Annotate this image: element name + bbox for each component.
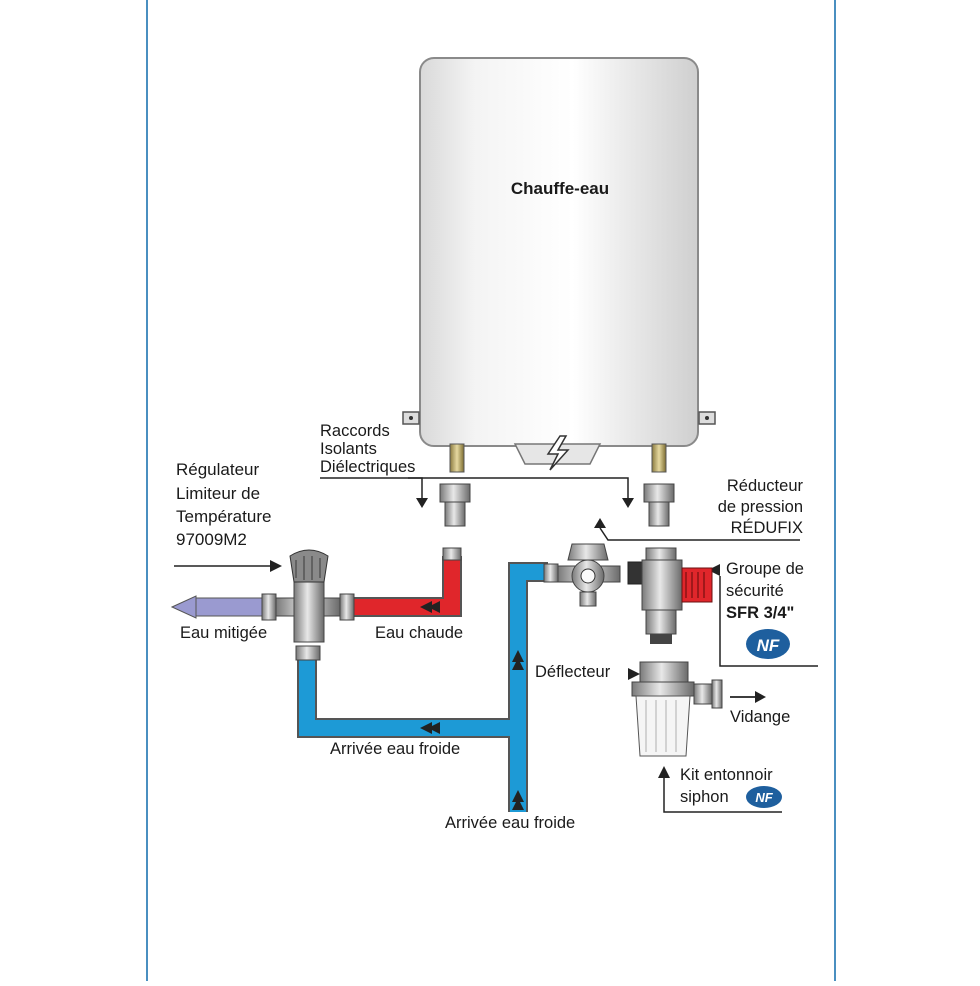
groupe-line-2: sécurité bbox=[726, 582, 784, 600]
kit-line-1: Kit entonnoir bbox=[680, 766, 773, 784]
kit-line-2: siphon bbox=[680, 788, 729, 806]
arrivee-label-1: Arrivée eau froide bbox=[330, 740, 460, 758]
raccords-line-1: Raccords bbox=[320, 422, 390, 440]
reducteur-line-3: RÉDUFIX bbox=[731, 518, 803, 537]
safety-group bbox=[627, 547, 713, 644]
arrow-right-icon bbox=[730, 691, 766, 703]
groupe-line-1: Groupe de bbox=[726, 560, 804, 578]
arrow-icon bbox=[658, 766, 670, 778]
hot-water-pipe bbox=[350, 556, 460, 615]
arrow-icon bbox=[622, 498, 634, 508]
groupe-line-3: SFR 3/4" bbox=[726, 604, 794, 622]
nf-badge-icon: NF bbox=[746, 629, 790, 659]
thermostatic-mixer bbox=[261, 549, 355, 661]
arrow-icon bbox=[594, 518, 606, 528]
pressure-reducer bbox=[543, 543, 621, 607]
reducteur-line-1: Réducteur bbox=[727, 477, 804, 495]
heater-label: Chauffe-eau bbox=[511, 179, 609, 198]
raccords-leader-right bbox=[408, 477, 629, 498]
deflecteur-arrow bbox=[628, 668, 640, 680]
reducteur-leader bbox=[599, 527, 800, 541]
groupe-leader bbox=[719, 576, 818, 667]
regulateur-line-3: Température bbox=[176, 507, 271, 526]
arrow-icon bbox=[708, 564, 720, 576]
raccords-line-2: Isolants bbox=[320, 440, 377, 458]
reducteur-line-2: de pression bbox=[718, 498, 803, 516]
dielectric-fitting-right bbox=[643, 483, 675, 527]
vidange-label: Vidange bbox=[730, 708, 790, 726]
raccords-leader bbox=[320, 477, 423, 498]
arrow-icon bbox=[416, 498, 428, 508]
mixed-outlet-arrow bbox=[170, 595, 197, 619]
raccords-line-3: Diélectriques bbox=[320, 458, 415, 476]
regulateur-line-1: Régulateur bbox=[176, 460, 260, 479]
lightning-icon bbox=[546, 435, 570, 471]
water-heater bbox=[402, 57, 716, 473]
regulateur-line-2: Limiteur de bbox=[176, 484, 260, 503]
funnel-siphon bbox=[631, 661, 723, 757]
mixed-water-pipe bbox=[194, 597, 266, 617]
deflecteur-label: Déflecteur bbox=[535, 663, 611, 681]
nf-badge-icon: NF bbox=[746, 786, 782, 808]
kit-leader bbox=[663, 778, 782, 813]
eau-chaude-label: Eau chaude bbox=[375, 624, 463, 642]
regulateur-line-4: 97009M2 bbox=[176, 530, 247, 549]
chevron-flow-icon bbox=[420, 601, 524, 810]
dielectric-fitting-left bbox=[439, 483, 471, 527]
arrow-icon bbox=[270, 560, 282, 572]
nf-badge-text: NF bbox=[757, 636, 780, 655]
arrivee-label-2: Arrivée eau froide bbox=[445, 814, 575, 832]
nf-badge-text-2: NF bbox=[755, 790, 773, 805]
eau-mitigee-label: Eau mitigée bbox=[180, 624, 267, 642]
